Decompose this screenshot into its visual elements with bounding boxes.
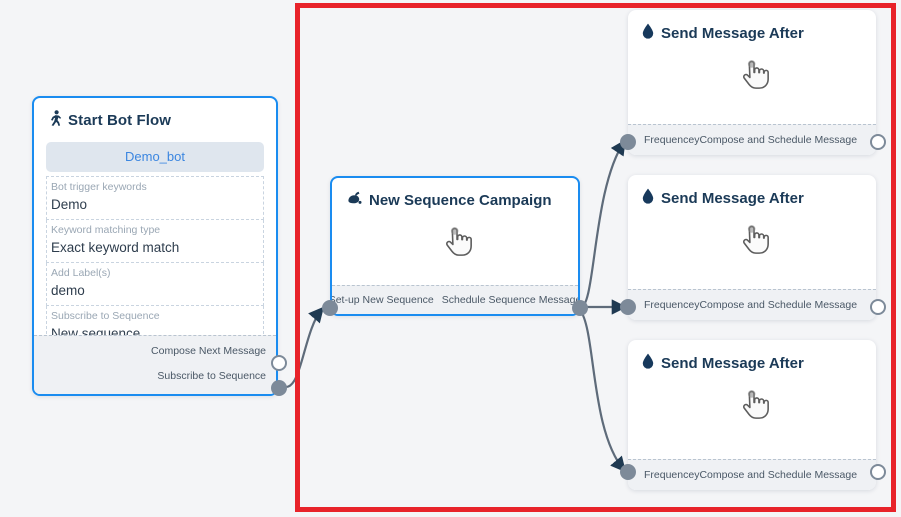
port-label-setup-new-sequence: Set-up New Sequence xyxy=(330,294,434,306)
node-send-message-after-3[interactable]: Send Message After Frequencey Compose an… xyxy=(628,340,876,490)
new-sequence-campaign-footer: Set-up New Sequence Schedule Sequence Me… xyxy=(332,285,578,314)
field-label: Subscribe to Sequence xyxy=(51,310,160,322)
field-label: Add Label(s) xyxy=(51,267,111,279)
field-add-labels[interactable]: Add Label(s) demo xyxy=(46,263,264,306)
send-message-after-1-footer: Frequencey Compose and Schedule Message xyxy=(628,124,876,155)
running-person-icon xyxy=(48,110,62,130)
send-message-after-3-title: Send Message After xyxy=(628,340,876,373)
port-compose-next-message[interactable] xyxy=(271,355,287,371)
send-message-after-3-body xyxy=(628,373,876,435)
send-message-after-3-title-text: Send Message After xyxy=(661,354,804,372)
field-value: demo xyxy=(51,283,85,298)
port-schedule-sequence-message[interactable] xyxy=(572,300,588,316)
start-bot-flow-fields: Bot trigger keywords Demo Keyword matchi… xyxy=(46,176,264,349)
pointing-hand-cursor-icon xyxy=(446,227,472,256)
send-message-after-2-footer: Frequencey Compose and Schedule Message xyxy=(628,289,876,320)
send-message-after-2-title: Send Message After xyxy=(628,175,876,208)
new-sequence-campaign-title-text: New Sequence Campaign xyxy=(369,192,552,209)
field-label: Keyword matching type xyxy=(51,224,161,236)
start-bot-flow-footer: Compose Next Message Subscribe to Sequen… xyxy=(34,335,276,394)
port-row-subscribe-to-sequence[interactable]: Subscribe to Sequence xyxy=(157,370,266,382)
port-label: Subscribe to Sequence xyxy=(157,370,266,382)
send-message-after-2-body xyxy=(628,208,876,270)
new-sequence-campaign-body xyxy=(332,210,578,272)
field-value: Demo xyxy=(51,197,88,212)
port-setup-new-sequence[interactable] xyxy=(322,300,338,316)
port-label-compose-and-schedule-message: Compose and Schedule Message xyxy=(699,299,858,311)
start-bot-flow-title-text: Start Bot Flow xyxy=(68,111,172,129)
port-compose-and-schedule-message-1[interactable] xyxy=(870,134,886,150)
field-label: Bot trigger keywords xyxy=(51,181,147,193)
port-label-frequencey: Frequencey xyxy=(644,469,700,481)
water-droplet-icon xyxy=(642,188,654,208)
node-new-sequence-campaign[interactable]: New Sequence Campaign Set-up New Sequenc… xyxy=(330,176,580,316)
pointing-hand-cursor-icon xyxy=(743,390,769,419)
water-droplet-icon xyxy=(642,353,654,373)
port-label-compose-and-schedule-message: Compose and Schedule Message xyxy=(699,469,858,481)
port-frequencey-1[interactable] xyxy=(620,134,636,150)
bot-name-chip[interactable]: Demo_bot xyxy=(46,142,264,172)
field-bot-trigger-keywords[interactable]: Bot trigger keywords Demo xyxy=(46,176,264,220)
send-message-after-1-title: Send Message After xyxy=(628,10,876,43)
node-start-bot-flow[interactable]: Start Bot Flow Demo_bot Bot trigger keyw… xyxy=(32,96,278,396)
water-droplet-icon xyxy=(642,23,654,43)
field-value: Exact keyword match xyxy=(51,240,180,255)
port-label-schedule-sequence-message: Schedule Sequence Message xyxy=(441,294,580,306)
start-bot-flow-title: Start Bot Flow xyxy=(34,98,276,136)
send-message-after-2-title-text: Send Message After xyxy=(661,189,804,207)
port-label-frequencey: Frequencey xyxy=(644,299,700,311)
pointing-hand-cursor-icon xyxy=(743,60,769,89)
port-row-compose-next-message[interactable]: Compose Next Message xyxy=(151,345,266,357)
new-sequence-campaign-title: New Sequence Campaign xyxy=(332,178,578,210)
node-send-message-after-1[interactable]: Send Message After Frequencey Compose an… xyxy=(628,10,876,155)
port-label: Compose Next Message xyxy=(151,345,266,357)
ink-drop-icon xyxy=(346,191,362,210)
port-label-frequencey: Frequencey xyxy=(644,134,700,146)
port-label-compose-and-schedule-message: Compose and Schedule Message xyxy=(699,134,858,146)
send-message-after-1-title-text: Send Message After xyxy=(661,24,804,42)
port-frequencey-2[interactable] xyxy=(620,299,636,315)
port-compose-and-schedule-message-3[interactable] xyxy=(870,464,886,480)
field-keyword-matching-type[interactable]: Keyword matching type Exact keyword matc… xyxy=(46,220,264,263)
port-compose-and-schedule-message-2[interactable] xyxy=(870,299,886,315)
node-send-message-after-2[interactable]: Send Message After Frequencey Compose an… xyxy=(628,175,876,320)
port-subscribe-to-sequence[interactable] xyxy=(271,380,287,396)
send-message-after-1-body xyxy=(628,43,876,105)
send-message-after-3-footer: Frequencey Compose and Schedule Message xyxy=(628,459,876,490)
port-frequencey-3[interactable] xyxy=(620,464,636,480)
pointing-hand-cursor-icon xyxy=(743,225,769,254)
